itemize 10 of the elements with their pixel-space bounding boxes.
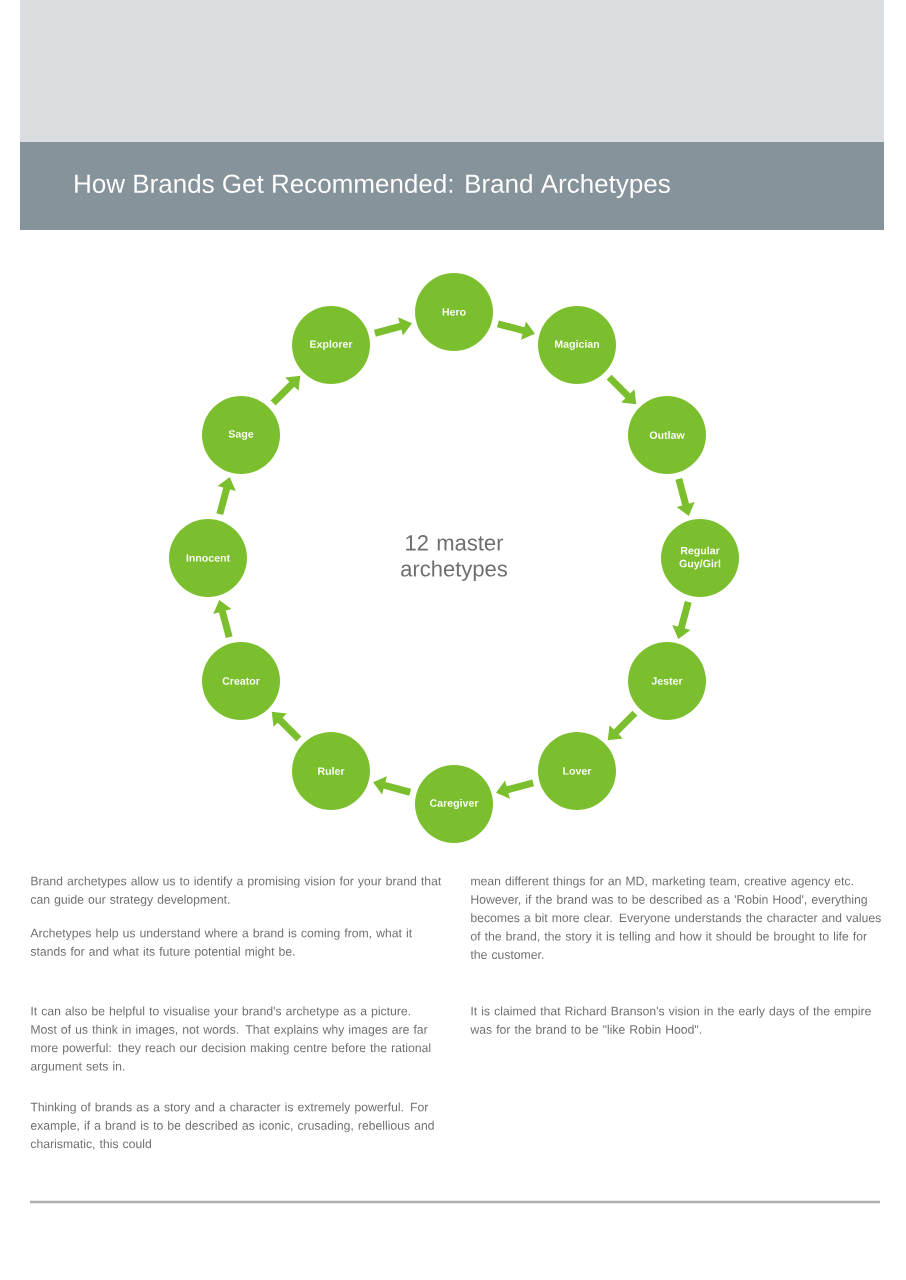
arrow (606, 374, 637, 405)
arrow (270, 375, 301, 406)
arrow (607, 710, 638, 741)
arrow (373, 317, 412, 337)
arrow (496, 779, 535, 799)
arrow (271, 711, 302, 742)
arrow (213, 600, 233, 639)
arrow (675, 477, 695, 516)
title-bar: How Brands Get Recommended: Brand Archetypes (20, 142, 884, 230)
center-label: 12 master archetypes (401, 535, 507, 581)
